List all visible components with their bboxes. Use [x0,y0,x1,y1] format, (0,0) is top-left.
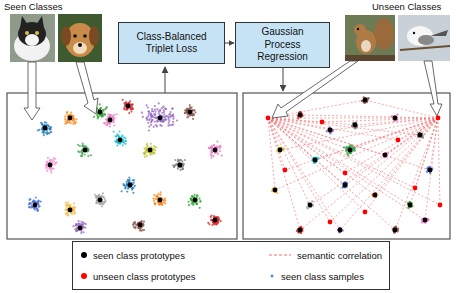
photo-arrow [76,62,98,114]
legend-text: seen class prototypes [93,250,185,261]
legend-text: seen class samples [281,271,364,282]
box-label: Gaussian Process Regression [242,26,323,64]
legend-text: unseen class prototypes [93,271,195,282]
flow-arrow [165,67,166,93]
legend-entry: seen class prototypes [81,248,185,262]
dog-photo [58,14,102,62]
photo-arrow [272,61,358,118]
unseen-scatter [266,96,443,234]
legend-line-sample [269,252,291,258]
bird-photo [398,15,450,61]
cat-photo [10,14,55,62]
legend-entry: seen class samples [269,269,364,283]
seen-embedding-panel [7,93,237,239]
section-label: Seen Classes [4,1,63,12]
seen-scatter [28,99,223,234]
flow-arrow [283,65,284,91]
squirrel-photo [345,15,395,61]
legend-box: seen class prototypes semantic correlatio… [72,241,390,290]
legend-dot-sample [269,273,275,279]
legend-entry: unseen class prototypes [81,269,195,283]
section-label: Unseen Classes [372,1,441,12]
legend-swatch [81,273,87,279]
legend-entry: semantic correlation [269,248,382,262]
flow-arrow [225,43,234,44]
photo-arrow [24,62,40,120]
photo-arrow [424,61,442,116]
legend-text: semantic correlation [297,250,382,261]
process-box: Class-Balanced Triplet Loss [118,22,225,64]
process-box: Gaussian Process Regression [235,22,330,68]
box-label: Class-Balanced Triplet Loss [125,31,218,56]
legend-swatch [81,252,87,258]
